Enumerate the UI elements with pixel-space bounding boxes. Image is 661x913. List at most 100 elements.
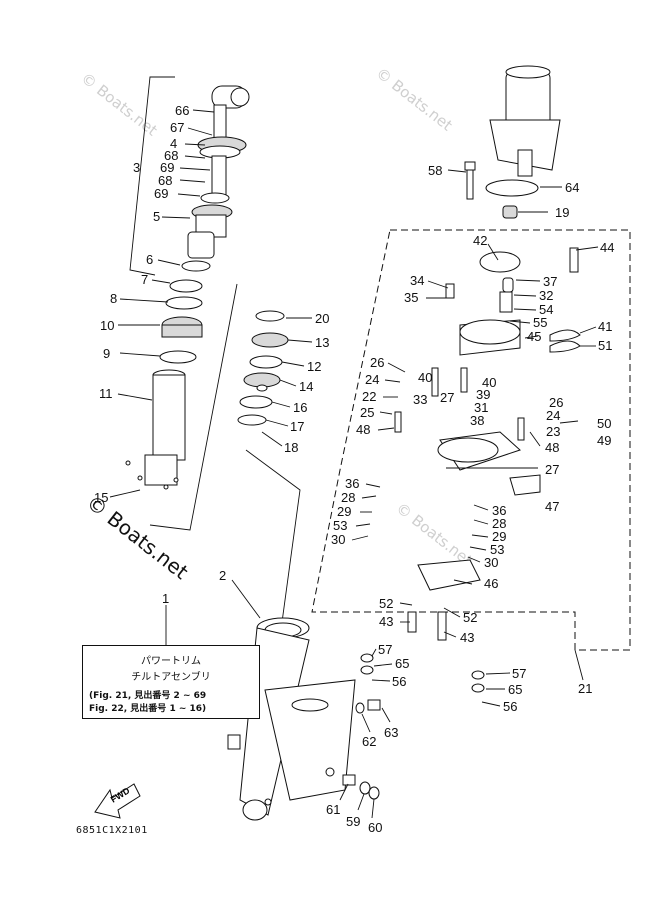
seal-stack (237, 310, 289, 426)
callout-22: 22 (362, 389, 376, 404)
callouts: 66 67 4 68 69 68 69 3 5 6 7 8 10 9 11 15… (94, 103, 614, 835)
callout-69: 69 (160, 160, 174, 175)
bracket-3 (129, 76, 175, 276)
callout-2: 2 (219, 568, 226, 583)
callout-41: 41 (598, 319, 612, 334)
callout-65b: 65 (508, 682, 522, 697)
callout-38: 38 (470, 413, 484, 428)
callout-6: 6 (146, 252, 153, 267)
legend-subtitle: チルトアセンブリ (131, 672, 211, 683)
callout-55: 55 (533, 315, 547, 330)
callout-27: 27 (440, 390, 454, 405)
legend-fig21: (Fig. 21, 見出番号 2 ~ 69 (89, 691, 207, 701)
callout-37: 37 (543, 274, 557, 289)
callout-31: 31 (474, 400, 488, 415)
callout-8: 8 (110, 291, 117, 306)
callout-11: 11 (99, 386, 113, 401)
callout-49: 49 (597, 433, 611, 448)
callout-60: 60 (368, 820, 382, 835)
callout-57: 57 (378, 642, 392, 657)
callout-14: 14 (299, 379, 313, 394)
callout-48: 48 (356, 422, 370, 437)
pump-assembly (360, 247, 581, 693)
callout-36: 36 (345, 476, 359, 491)
diagram-code: 6851C1X2101 (76, 825, 148, 836)
callout-30: 30 (331, 532, 345, 547)
callout-66: 66 (175, 103, 189, 118)
callout-43b: 43 (460, 630, 474, 645)
callout-51: 51 (598, 338, 612, 353)
callout-27b: 27 (545, 462, 559, 477)
callout-26: 26 (370, 355, 384, 370)
callout-42: 42 (473, 233, 487, 248)
callout-63: 63 (384, 725, 398, 740)
callout-59: 59 (346, 814, 360, 829)
callout-48b: 48 (545, 440, 559, 455)
fittings (342, 699, 381, 800)
callout-47: 47 (545, 499, 559, 514)
callout-46: 46 (484, 576, 498, 591)
callout-30b: 30 (484, 555, 498, 570)
motor (464, 65, 561, 219)
callout-53: 53 (333, 518, 347, 533)
callout-32: 32 (539, 288, 553, 303)
callout-23: 23 (546, 424, 560, 439)
callout-4: 4 (170, 136, 177, 151)
callout-39: 39 (476, 387, 490, 402)
callout-29b: 29 (492, 529, 506, 544)
callout-28b: 28 (492, 516, 506, 531)
leaders-left (109, 109, 313, 645)
callout-43: 43 (379, 614, 393, 629)
callout-68: 68 (164, 148, 178, 163)
legend-fig22: Fig. 22, 見出番号 1 ~ 16) (89, 704, 207, 714)
callout-56: 56 (392, 674, 406, 689)
callout-24: 24 (365, 372, 379, 387)
bracket-1 (149, 283, 238, 531)
callout-33: 33 (413, 392, 427, 407)
callout-19: 19 (555, 205, 569, 220)
callout-21: 21 (578, 681, 592, 696)
callout-3: 3 (133, 160, 140, 175)
callout-65: 65 (395, 656, 409, 671)
callout-50: 50 (597, 416, 611, 431)
callout-64: 64 (565, 180, 579, 195)
legend-title: パワートリム (141, 656, 201, 667)
callout-68b: 68 (158, 173, 172, 188)
callout-58: 58 (428, 163, 442, 178)
callout-62: 62 (362, 734, 376, 749)
callout-54: 54 (539, 302, 553, 317)
callout-45: 45 (527, 329, 541, 344)
callout-7: 7 (141, 272, 148, 287)
callout-18: 18 (284, 440, 298, 455)
callout-40b: 40 (482, 375, 496, 390)
callout-29: 29 (337, 504, 351, 519)
callout-52: 52 (379, 596, 393, 611)
callout-44: 44 (600, 240, 614, 255)
callout-25: 25 (360, 405, 374, 420)
callout-69b: 69 (154, 186, 168, 201)
callout-5: 5 (153, 209, 160, 224)
callout-9: 9 (103, 346, 110, 361)
callout-56b: 56 (503, 699, 517, 714)
watermark-top-right: © Boats.net (373, 64, 456, 135)
cylinder-tube (125, 369, 186, 490)
piston-rod-assembly (159, 85, 250, 364)
callout-40: 40 (418, 370, 432, 385)
callout-20: 20 (315, 311, 329, 326)
callout-15: 15 (94, 490, 108, 505)
callout-26b: 26 (549, 395, 563, 410)
callout-1: 1 (162, 591, 169, 606)
callout-61: 61 (326, 802, 340, 817)
callout-13: 13 (315, 335, 329, 350)
callout-17: 17 (290, 419, 304, 434)
callout-52b: 52 (463, 610, 477, 625)
watermark-middle: © Boats.net (393, 499, 476, 570)
callout-24b: 24 (546, 408, 560, 423)
callout-12: 12 (307, 359, 321, 374)
callout-10: 10 (100, 318, 114, 333)
assembly-legend: パワートリム チルトアセンブリ (Fig. 21, 見出番号 2 ~ 69 Fi… (82, 645, 260, 719)
callout-53b: 53 (490, 542, 504, 557)
leaders-right (339, 169, 599, 819)
callout-36b: 36 (492, 503, 506, 518)
callout-16: 16 (293, 400, 307, 415)
